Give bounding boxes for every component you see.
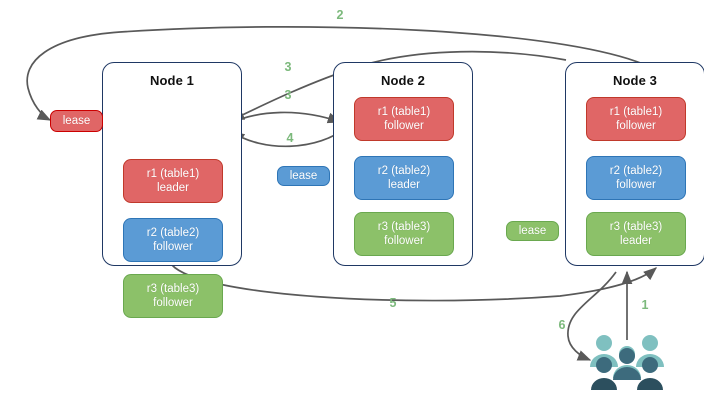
replica-line-2: follower: [616, 179, 656, 191]
replica-line-2: leader: [388, 179, 420, 191]
node-2-container[interactable]: Node 2 r1 (table1) follower r2 (table2) …: [333, 62, 473, 266]
node-3-replica-r1[interactable]: r1 (table1) follower: [586, 97, 686, 141]
step-label-1: 1: [635, 298, 655, 312]
node-2-title: Node 2: [381, 73, 425, 88]
arrow-step-3-lower: [227, 111, 342, 125]
node-1-container[interactable]: Node 1 r1 (table1) leader r2 (table2) fo…: [102, 62, 242, 318]
replica-line-2: leader: [157, 182, 189, 194]
node-1-replica-r2[interactable]: r2 (table2) follower: [123, 218, 223, 262]
replica-line-1: r3 (table3): [609, 221, 663, 233]
step-text: 2: [336, 8, 344, 22]
node-2-replica-r3[interactable]: r3 (table3) follower: [354, 212, 454, 256]
replica-line-2: follower: [153, 297, 193, 309]
replica-line-1: r2 (table2): [146, 227, 200, 239]
node-3-replica-r3[interactable]: r3 (table3) leader: [586, 212, 686, 256]
node-2-replica-r1[interactable]: r1 (table1) follower: [354, 97, 454, 141]
replica-line-1: r1 (table1): [146, 168, 200, 180]
node-2-replica-r2[interactable]: r2 (table2) leader: [354, 156, 454, 200]
node-1-title: Node 1: [150, 73, 194, 88]
lease-badge-blue[interactable]: lease: [277, 166, 330, 186]
replica-line-1: r2 (table2): [377, 165, 431, 177]
people-front-row-bodies: [591, 378, 663, 390]
arrow-step-5: [171, 264, 658, 302]
node-3-title: Node 3: [613, 73, 657, 88]
step-label-4: 4: [280, 131, 300, 145]
node-1-replica-r1[interactable]: r1 (table1) leader: [123, 159, 223, 203]
lease-label: lease: [62, 115, 91, 127]
node-3-replica-r2[interactable]: r2 (table2) follower: [586, 156, 686, 200]
replica-line-1: r1 (table1): [377, 106, 431, 118]
step-text: 1: [641, 298, 649, 312]
step-text: 3: [284, 88, 292, 102]
replica-line-1: r2 (table2): [609, 165, 663, 177]
step-text: 6: [558, 318, 566, 332]
replica-line-2: leader: [620, 235, 652, 247]
lease-label: lease: [518, 225, 547, 237]
step-label-6: 6: [552, 318, 572, 332]
lease-label: lease: [289, 170, 318, 182]
people-group-icon: [590, 335, 664, 390]
step-label-3-upper: 3: [278, 60, 298, 74]
step-text: 3: [284, 60, 292, 74]
step-label-3-lower: 3: [278, 88, 298, 102]
lease-badge-green[interactable]: lease: [506, 221, 559, 241]
step-text: 4: [286, 131, 294, 145]
node-3-container[interactable]: Node 3 r1 (table1) follower r2 (table2) …: [565, 62, 704, 266]
replica-line-2: follower: [384, 120, 424, 132]
step-label-2: 2: [330, 8, 350, 22]
node-1-replica-r3[interactable]: r3 (table3) follower: [123, 274, 223, 318]
replica-line-2: follower: [384, 235, 424, 247]
people-front-row: [596, 348, 658, 380]
replica-line-2: follower: [153, 241, 193, 253]
step-text: 5: [389, 296, 397, 310]
replica-line-1: r3 (table3): [377, 221, 431, 233]
lease-badge-red[interactable]: lease: [50, 110, 103, 132]
step-label-5: 5: [383, 296, 403, 310]
replica-line-1: r3 (table3): [146, 283, 200, 295]
replica-line-2: follower: [616, 120, 656, 132]
replica-line-1: r1 (table1): [609, 106, 663, 118]
